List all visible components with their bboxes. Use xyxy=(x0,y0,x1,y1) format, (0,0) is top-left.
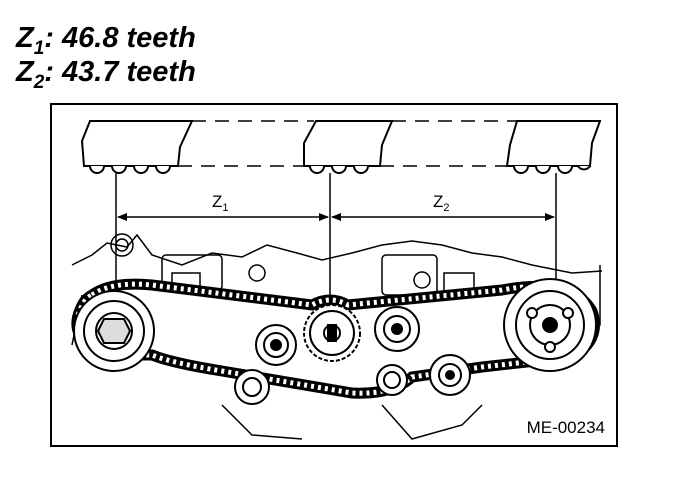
right-cam-sprocket xyxy=(503,278,597,372)
spec-z2-sub: 2 xyxy=(33,72,45,93)
spec-z1-value: : 46.8 teeth xyxy=(44,22,196,54)
belt-section-right xyxy=(505,120,602,174)
dimension-z1-sub: 1 xyxy=(222,202,229,214)
spec-z1-teeth: Z1: 46.8 teeth xyxy=(16,22,196,59)
belt-section-left xyxy=(80,120,194,174)
spec-z1-var: Z xyxy=(16,22,34,54)
diagram-drawing xyxy=(71,120,603,440)
belt-section-center xyxy=(303,120,394,174)
idler-pulley-left xyxy=(255,324,297,366)
dimension-z2-sub: 2 xyxy=(443,202,450,214)
dimension-z1-var: Z xyxy=(212,192,223,211)
left-cam-sprocket xyxy=(73,290,155,372)
tensioner-pulley xyxy=(376,364,408,396)
crank-pulley xyxy=(234,369,270,405)
idler-pulley-center xyxy=(374,306,420,352)
timing-belt-diagram: Z1 Z2 ME-00234 xyxy=(50,103,618,447)
dimension-z2-var: Z xyxy=(433,192,444,211)
reference-dash-lines xyxy=(178,120,517,167)
crank-sprocket xyxy=(303,304,361,362)
spec-z2-teeth: Z2: 43.7 teeth xyxy=(16,56,196,93)
figure-code: ME-00234 xyxy=(526,418,605,437)
spec-z2-value: : 43.7 teeth xyxy=(44,56,196,88)
vertical-reference-lines xyxy=(115,173,557,301)
dimension-label-z1: Z1 xyxy=(212,192,229,214)
spec-z1-sub: 1 xyxy=(33,38,45,59)
idler-pulley-lower xyxy=(429,354,471,396)
spec-z2-var: Z xyxy=(16,56,34,88)
dimension-label-z2: Z2 xyxy=(433,192,450,214)
